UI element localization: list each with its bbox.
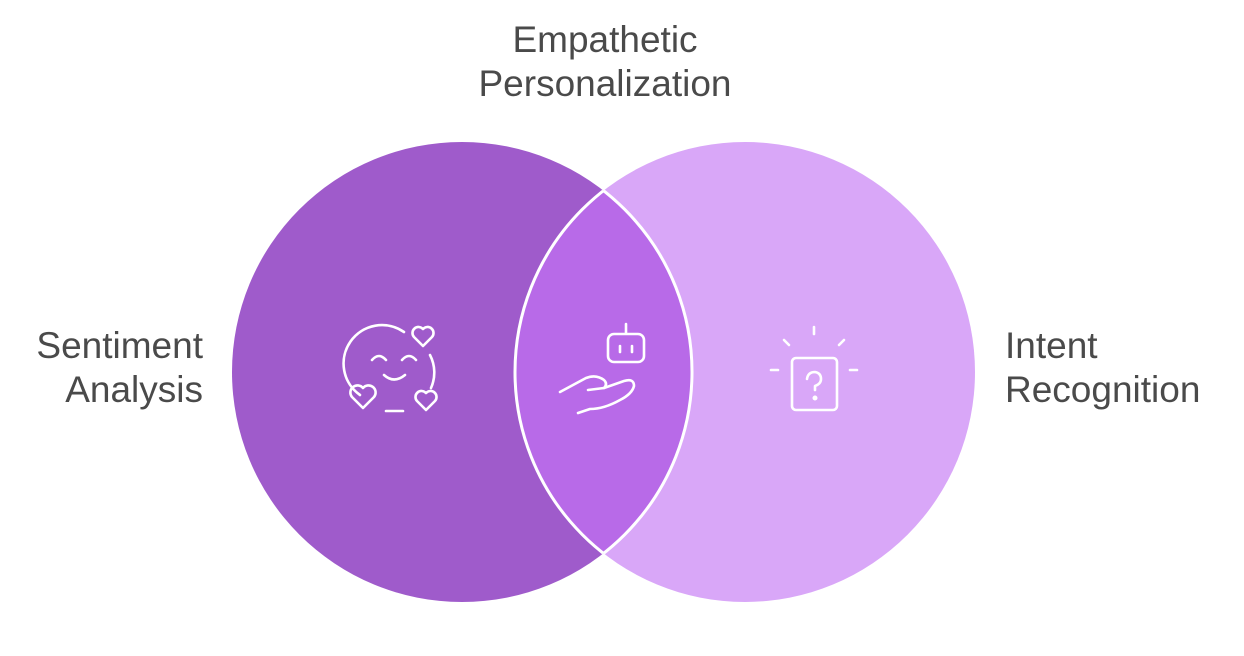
sentiment-analysis-label: Sentiment Analysis <box>0 324 203 412</box>
label-line: Intent <box>1005 325 1098 366</box>
smiling-face-hearts-icon <box>342 323 438 413</box>
label-line: Analysis <box>65 369 203 410</box>
label-line: Sentiment <box>36 325 203 366</box>
label-line: Recognition <box>1005 369 1201 410</box>
empathetic-personalization-label: Empathetic Personalization <box>440 18 770 106</box>
label-line: Personalization <box>478 63 732 104</box>
intersection-region <box>515 142 692 602</box>
robot-in-hand-icon <box>558 322 646 415</box>
label-line: Empathetic <box>512 19 698 60</box>
intent-recognition-label: Intent Recognition <box>1005 324 1244 412</box>
question-box-idea-icon <box>769 325 859 412</box>
